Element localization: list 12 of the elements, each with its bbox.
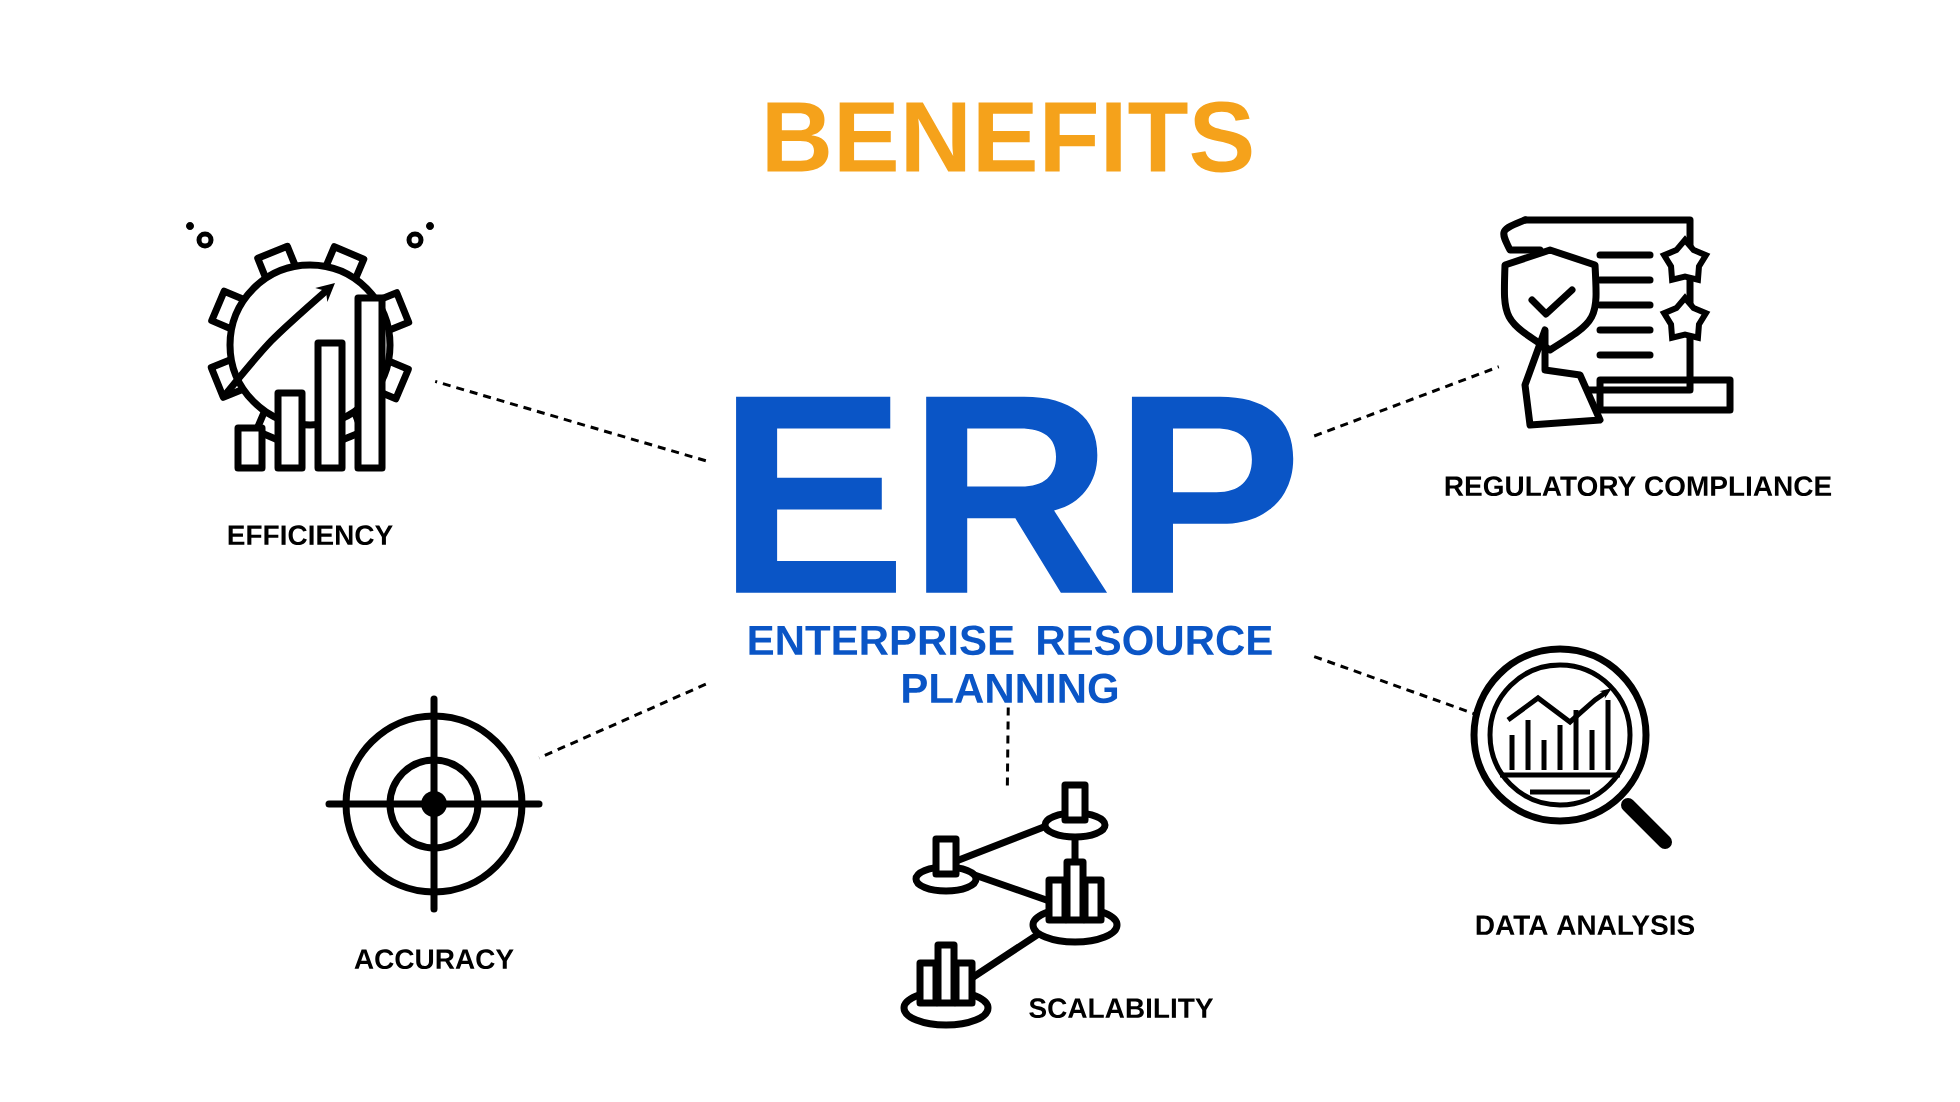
benefit-label: DATA ANALYSIS <box>1476 915 1695 936</box>
benefit-label: ACCURACY <box>354 949 514 970</box>
title: BENEFITS <box>767 101 1252 173</box>
benefit-label: REGULATORY COMPLIANCE <box>1445 476 1832 497</box>
benefit-label: SCALABILITY <box>1029 998 1214 1019</box>
dashed-connector <box>1005 707 1010 786</box>
dashed-connector <box>1313 655 1476 716</box>
dashed-connector <box>538 682 707 760</box>
dashed-connector <box>1313 365 1500 438</box>
benefit-label: EFFICIENCY <box>228 525 393 546</box>
erp-heading: ERP ENTERPRISE RESOURCE PLANNING <box>736 396 1294 704</box>
dashed-connector <box>434 379 707 463</box>
